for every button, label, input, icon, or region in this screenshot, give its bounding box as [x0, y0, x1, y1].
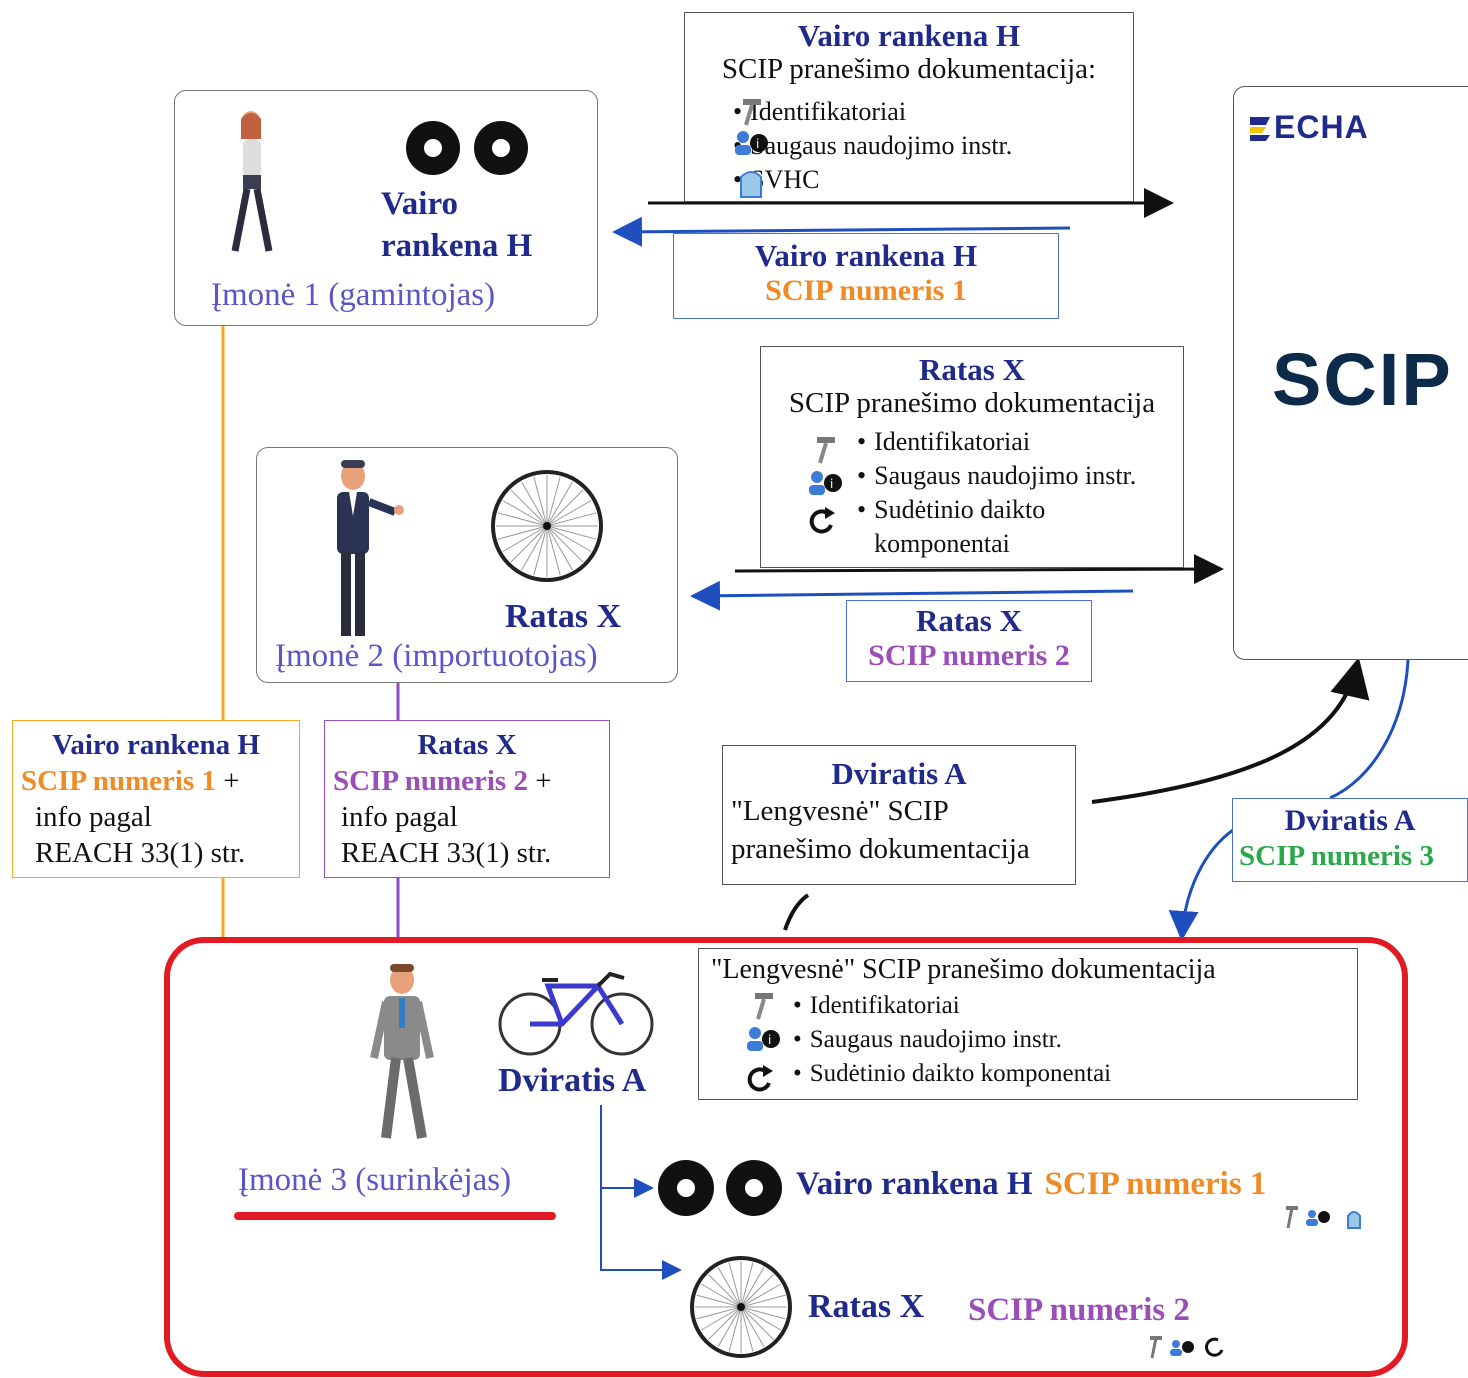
company3-label: Įmonė 3 (surinkėjas)	[238, 1162, 512, 1198]
woman-figure-icon	[231, 111, 273, 252]
company2-product-name: Ratas X	[505, 598, 622, 635]
info2-line3: REACH 33(1) str.	[341, 837, 552, 869]
doc2-icons: i	[809, 437, 842, 534]
component2-name: Ratas X	[808, 1288, 925, 1325]
doc2-subtitle: SCIP pranešimo dokumentacija	[788, 387, 1156, 419]
doc1-box: Vairo rankena H SCIP pranešimo dokumenta…	[684, 12, 1134, 202]
resp2-title: Ratas X	[916, 603, 1022, 638]
svhc-icon	[1347, 1211, 1361, 1229]
user-info-icon: i	[747, 1027, 780, 1051]
resp2-box: Ratas X SCIP numeris 2	[846, 600, 1092, 682]
resp3-box: Dviratis A SCIP numeris 3	[1232, 798, 1468, 882]
screw-icon	[755, 993, 773, 1020]
resp1-title: Vairo rankena H	[754, 238, 978, 273]
refresh-icon	[1205, 1337, 1224, 1357]
doc2-box: Ratas X SCIP pranešimo dokumentacija •Id…	[760, 346, 1184, 568]
company3-doc-item: •Saugaus naudojimo instr.	[793, 1026, 1062, 1053]
echa-panel: ECHA SCIP	[1233, 86, 1468, 660]
company1-label: Įmonė 1 (gamintojas)	[211, 277, 496, 313]
doc2-item: •Identifikatoriai	[857, 427, 1031, 456]
component1-label: Vairo rankena H SCIP numeris 1	[796, 1166, 1267, 1202]
echa-logo: ECHA	[1246, 109, 1369, 146]
company2-box: Ratas X Įmonė 2 (importuotojas)	[256, 447, 678, 683]
doc1-item: •Identifikatoriai	[733, 97, 907, 126]
arrow-echa-to-company3-b	[1168, 828, 1234, 941]
company3-doc-item: •Sudėtinio daikto komponentai	[793, 1060, 1112, 1087]
doc1-icons: i	[735, 99, 768, 198]
businessman-figure-icon	[337, 460, 404, 636]
refresh-icon	[809, 507, 835, 534]
company3-doc-item: •Identifikatoriai	[793, 992, 960, 1019]
company3-product-name: Dviratis A	[498, 1062, 647, 1099]
arrow-company3-tail	[783, 893, 810, 931]
company3-doc-box: "Lengvesnė" SCIP pranešimo dokumentacija…	[698, 948, 1358, 1100]
handle-grips-icon	[406, 121, 528, 175]
resp2-scip: SCIP numeris 2	[868, 639, 1070, 672]
info1-line3: REACH 33(1) str.	[35, 837, 246, 869]
info2-box: Ratas X SCIP numeris 2 + info pagal REAC…	[324, 720, 610, 878]
refresh-icon	[747, 1065, 773, 1092]
svg-text:i: i	[768, 1033, 771, 1047]
assembler-figure-icon	[370, 964, 434, 1139]
component2-wheel-icon	[690, 1256, 792, 1358]
component1-doc-icons	[1286, 1206, 1361, 1229]
arrow-echa-to-company1	[612, 216, 1071, 247]
info2-line2: info pagal	[341, 801, 458, 833]
info1-line2: info pagal	[35, 801, 152, 833]
info1-box: Vairo rankena H SCIP numeris 1 + info pa…	[12, 720, 300, 878]
user-info-icon	[1170, 1340, 1194, 1356]
user-info-icon	[1306, 1210, 1330, 1226]
component2-doc-icons	[1150, 1336, 1224, 1359]
doc3-line1: "Lengvesnė" SCIP	[731, 795, 949, 827]
arrow-company2-to-echa	[734, 554, 1224, 585]
user-info-icon: i	[809, 471, 842, 495]
screw-icon	[817, 437, 835, 464]
svhc-icon	[740, 171, 762, 198]
resp1-box: Vairo rankena H SCIP numeris 1	[673, 233, 1059, 319]
screw-icon	[1286, 1206, 1298, 1229]
doc2-item: •Sudėtinio daikto	[857, 495, 1046, 524]
echa-logo-icon	[1250, 116, 1270, 141]
doc1-item: •SVHC	[733, 165, 820, 194]
resp3-scip: SCIP numeris 3	[1239, 840, 1434, 872]
doc2-item: •komponentai	[874, 529, 1010, 558]
wheel-icon	[491, 470, 603, 582]
doc3-line2: pranešimo dokumentacija	[731, 833, 1030, 865]
resp1-scip: SCIP numeris 1	[765, 274, 967, 307]
resp3-title: Dviratis A	[1284, 804, 1416, 837]
arrow-company3-to-echa	[1091, 657, 1370, 804]
arrow-echa-to-company2	[690, 580, 1134, 611]
company3-frame	[164, 937, 1408, 1377]
bicycle-icon	[498, 971, 654, 1056]
doc2-title: Ratas X	[919, 352, 1025, 387]
scip-logo: SCIP	[1272, 338, 1453, 421]
screw-icon	[743, 99, 761, 126]
component1-grips-icon	[658, 1160, 782, 1216]
info2-scip-line: SCIP numeris 2 +	[333, 765, 552, 797]
company2-label: Įmonė 2 (importuotojas)	[275, 638, 598, 674]
info1-scip-line: SCIP numeris 1 +	[21, 765, 240, 797]
company3-doc-icons: i	[747, 993, 780, 1092]
svg-text:i: i	[830, 477, 833, 491]
info2-title: Ratas X	[417, 729, 517, 761]
user-info-icon: i	[735, 131, 768, 155]
company3-label-underline	[234, 1212, 556, 1220]
doc3-title: Dviratis A	[831, 756, 967, 791]
connector-components	[600, 1105, 682, 1280]
screw-icon	[1150, 1336, 1162, 1359]
info1-title: Vairo rankena H	[52, 729, 260, 761]
svg-text:i: i	[756, 137, 759, 151]
company1-box: Vairo rankena H Įmonė 1 (gamintojas)	[174, 90, 598, 326]
company3-doc-title: "Lengvesnė" SCIP pranešimo dokumentacija	[711, 954, 1216, 985]
company1-product-name: Vairo rankena H	[381, 186, 533, 264]
doc1-subtitle: SCIP pranešimo dokumentacija:	[721, 53, 1097, 85]
doc1-title: Vairo rankena H	[797, 18, 1021, 53]
doc1-item: •Saugaus naudojimo instr.	[733, 131, 1013, 160]
component2-scip: SCIP numeris 2	[968, 1292, 1190, 1328]
arrow-echa-to-company3	[1329, 659, 1410, 800]
doc3-box: Dviratis A "Lengvesnė" SCIP pranešimo do…	[722, 745, 1076, 885]
doc2-item: •Saugaus naudojimo instr.	[857, 461, 1137, 490]
